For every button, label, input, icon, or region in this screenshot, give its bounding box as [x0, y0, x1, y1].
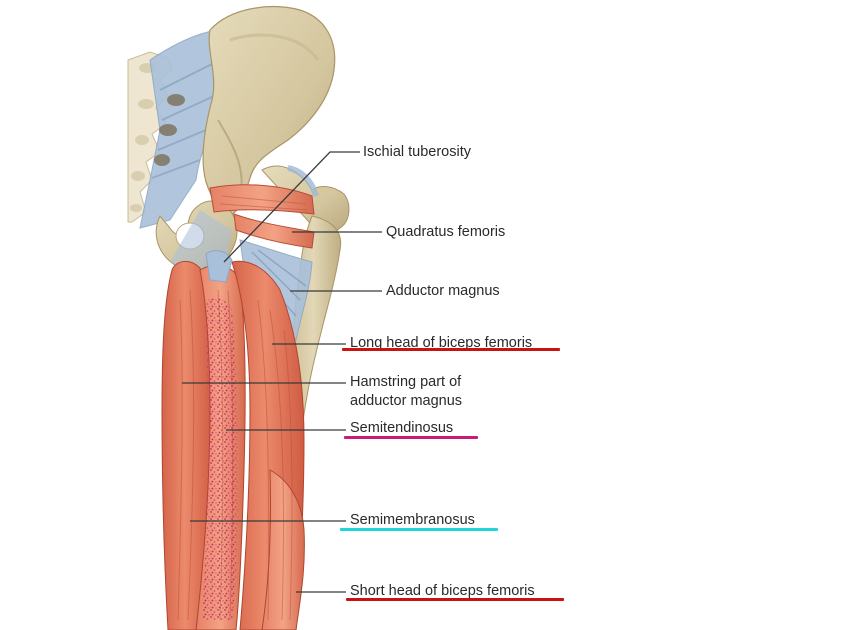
label-hamstring-part-line2: adductor magnus — [350, 393, 463, 409]
leader-line-ischial-tuberosity — [223, 151, 360, 263]
underline-semimembranosus — [340, 528, 498, 531]
underline-semitendinosus — [344, 436, 478, 439]
label-semimembranosus: Semimembranosus — [350, 512, 475, 528]
underline-short-head-biceps-femoris — [346, 598, 564, 601]
label-semitendinosus: Semitendinosus — [350, 420, 454, 436]
leader-lines — [182, 151, 382, 593]
ilium — [202, 6, 336, 215]
label-short-head-biceps-femoris: Short head of biceps femoris — [350, 583, 535, 599]
semitendinosus-stipple-highlight — [202, 298, 238, 620]
label-ischial-tuberosity: Ischial tuberosity — [363, 144, 471, 160]
label-adductor-magnus: Adductor magnus — [386, 283, 500, 299]
label-quadratus-femoris: Quadratus femoris — [386, 224, 506, 240]
label-hamstring-part-line1: Hamstring part of — [350, 374, 462, 390]
label-long-head-biceps-femoris: Long head of biceps femoris — [350, 335, 533, 351]
quadratus-femoris-muscle — [209, 184, 315, 249]
underline-long-head-biceps-femoris — [342, 348, 560, 351]
